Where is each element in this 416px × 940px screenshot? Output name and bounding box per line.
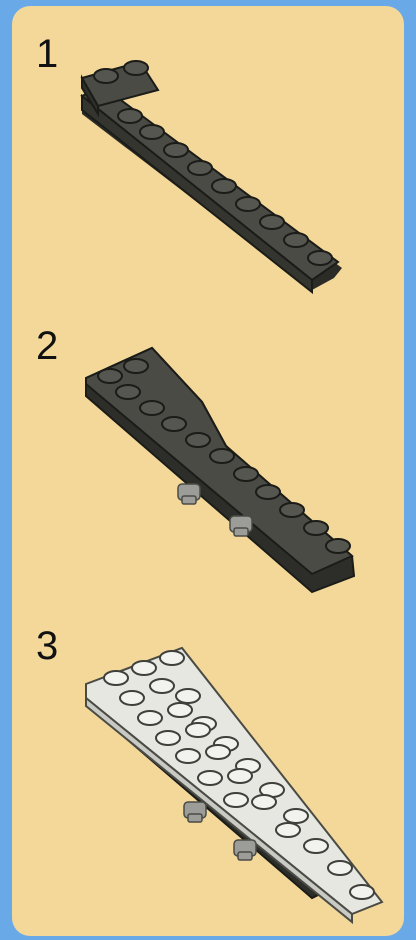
instruction-panel: 1 (12, 6, 404, 936)
step-1: 1 (12, 6, 404, 306)
studs-row (118, 109, 332, 265)
step-2-illustration (12, 306, 404, 606)
step-2: 2 (12, 306, 404, 606)
wing-plate-light (86, 648, 382, 922)
step-1-illustration (12, 6, 404, 306)
studs-wing (98, 359, 350, 553)
step-3-illustration (12, 606, 404, 936)
step-3: 3 (12, 606, 404, 936)
